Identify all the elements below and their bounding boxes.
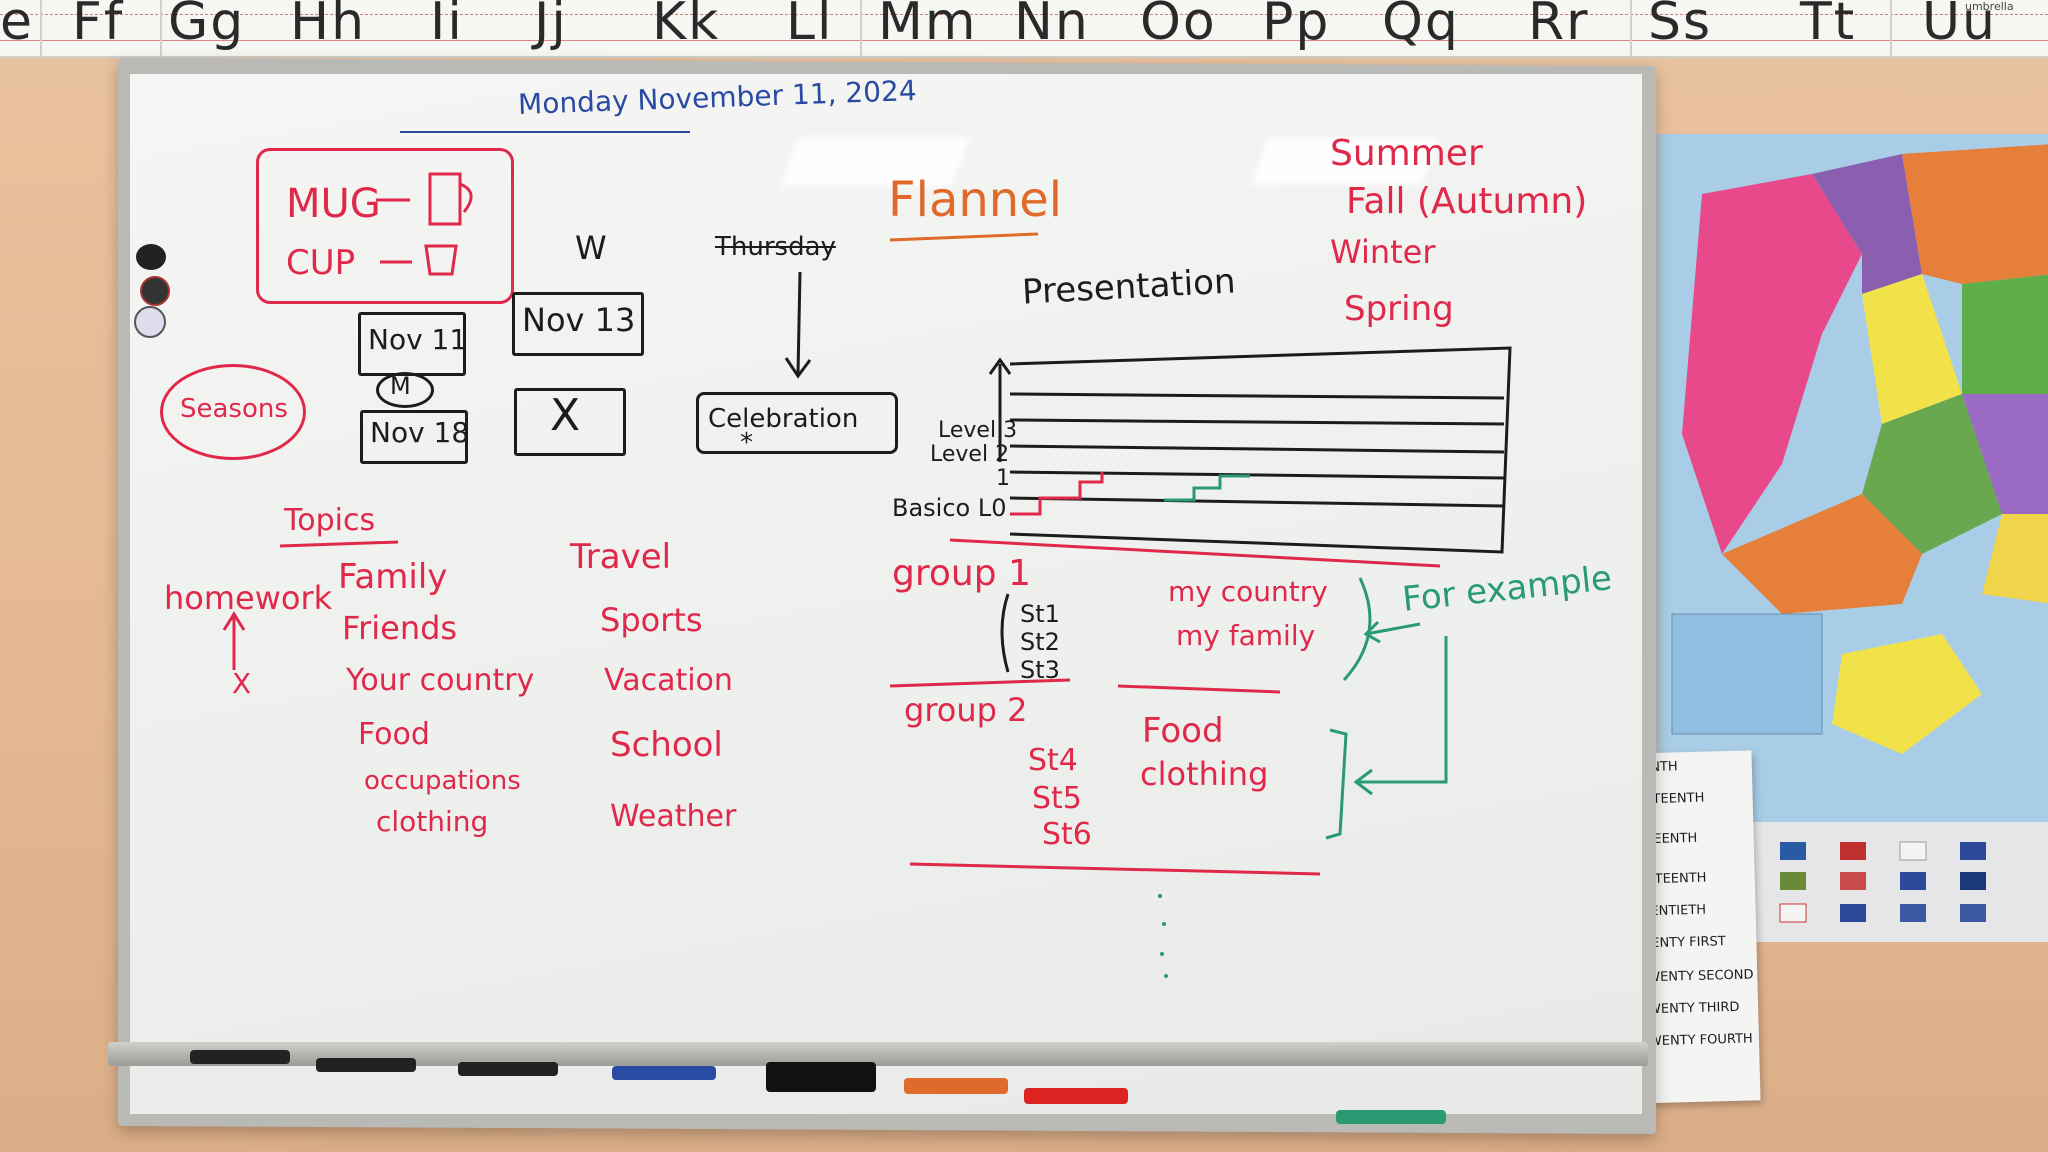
umbrella-label: umbrella — [1965, 0, 2014, 13]
nov13-box — [512, 292, 644, 356]
eraser — [766, 1062, 876, 1092]
letter-ll: Ll — [786, 0, 834, 52]
letter-uu: Uu — [1922, 0, 1998, 52]
magnet-black — [136, 244, 166, 270]
marker-red — [1024, 1088, 1128, 1104]
level2-label: Level 2 — [930, 442, 1010, 467]
season-summer: Summer — [1330, 133, 1483, 174]
mug-label: MUG — [286, 181, 381, 227]
group2-st4: St4 — [1028, 743, 1078, 778]
group2-st6: St6 — [1042, 817, 1092, 852]
group1-st1: St1 — [1020, 600, 1060, 628]
seasons-label: Seasons — [180, 394, 288, 424]
marker-black-3 — [458, 1062, 558, 1076]
topic-friends: Friends — [342, 609, 458, 647]
flannel-label: Flannel — [888, 172, 1063, 228]
letter-ii: Ii — [430, 0, 464, 52]
topic-your-country: Your country — [346, 663, 535, 698]
m-label: M — [390, 372, 411, 400]
thursday-label: Thursday — [715, 232, 836, 262]
cup-label: CUP — [286, 243, 356, 283]
marker-black-2 — [316, 1058, 416, 1072]
homework-x: X — [232, 667, 252, 700]
group1-st2: St2 — [1020, 628, 1060, 656]
ordinal-8: TWENTY FOURTH — [1640, 1031, 1753, 1050]
topic-school: School — [610, 725, 723, 765]
x-mark: X — [550, 390, 581, 441]
group1-topic-country: my country — [1168, 575, 1328, 608]
seasons-circle — [160, 364, 306, 460]
letter-nn: Nn — [1014, 0, 1090, 52]
season-spring: Spring — [1344, 289, 1454, 329]
letter-ff: Ff — [72, 0, 125, 52]
letter-qq: Qq — [1382, 0, 1460, 52]
topic-travel: Travel — [570, 537, 672, 577]
letter-mm: Mm — [878, 0, 978, 52]
topic-food: Food — [358, 717, 430, 752]
ordinal-6: TWENTY SECOND — [1639, 967, 1754, 986]
topic-vacation: Vacation — [604, 663, 733, 698]
magnet-button — [134, 306, 166, 338]
topic-family: Family — [338, 557, 448, 597]
season-fall: Fall (Autumn) — [1346, 181, 1588, 222]
nov11-label: Nov 11 — [368, 323, 468, 356]
topic-clothing: clothing — [376, 805, 489, 838]
group2-label: group 2 — [904, 691, 1028, 729]
letter-kk: Kk — [652, 0, 721, 52]
letter-rr: Rr — [1528, 0, 1590, 52]
us-map-poster — [1656, 134, 2048, 824]
group1-st3: St3 — [1020, 656, 1060, 684]
state-flags-strip — [1740, 822, 2048, 942]
season-winter: Winter — [1330, 233, 1436, 271]
group2-topic-clothing: clothing — [1140, 755, 1269, 793]
marker-green — [1336, 1110, 1446, 1124]
marker-orange — [904, 1078, 1008, 1094]
topics-title: Topics — [284, 503, 376, 538]
topic-occupations: occupations — [364, 766, 521, 796]
marker-blue — [612, 1066, 716, 1080]
celebration-star: * — [740, 428, 753, 458]
basico-label: Basico L0 — [892, 494, 1007, 522]
board-drawings — [222, 131, 1512, 978]
alphabet-strip: e Ff Gg Hh Ii Jj Kk Ll Mm Nn Oo Pp Qq Rr… — [0, 0, 2048, 58]
x-box — [514, 388, 626, 456]
level1-label: 1 — [996, 466, 1010, 491]
nov13-label: Nov 13 — [522, 301, 636, 339]
topic-sports: Sports — [600, 601, 703, 639]
letter-tt: Tt — [1800, 0, 1857, 52]
nov18-label: Nov 18 — [370, 416, 470, 449]
letter-e: e — [0, 0, 34, 52]
letter-hh: Hh — [290, 0, 367, 52]
letter-oo: Oo — [1140, 0, 1217, 52]
level3-label: Level 3 — [938, 418, 1018, 443]
w-label: W — [575, 229, 607, 267]
group1-topic-family: my family — [1176, 619, 1316, 652]
magnet-dark — [140, 276, 170, 306]
homework-label: homework — [164, 579, 333, 617]
group2-topic-food: Food — [1142, 711, 1224, 751]
letter-pp: Pp — [1262, 0, 1331, 52]
whiteboard: Monday November 11, 2024 MUG CUP Seasons… — [130, 74, 1642, 1114]
topic-weather: Weather — [610, 799, 737, 834]
marker-black-1 — [190, 1050, 290, 1064]
celebration-label: Celebration — [708, 404, 859, 434]
celebration-box — [696, 392, 898, 454]
m-oval — [376, 372, 434, 408]
group2-st5: St5 — [1032, 781, 1082, 816]
letter-gg: Gg — [168, 0, 246, 52]
letter-ss: Ss — [1648, 0, 1713, 52]
nov18-box — [360, 410, 468, 464]
mug-cup-box — [256, 148, 514, 304]
letter-jj: Jj — [534, 0, 568, 52]
group1-label: group 1 — [892, 553, 1031, 594]
